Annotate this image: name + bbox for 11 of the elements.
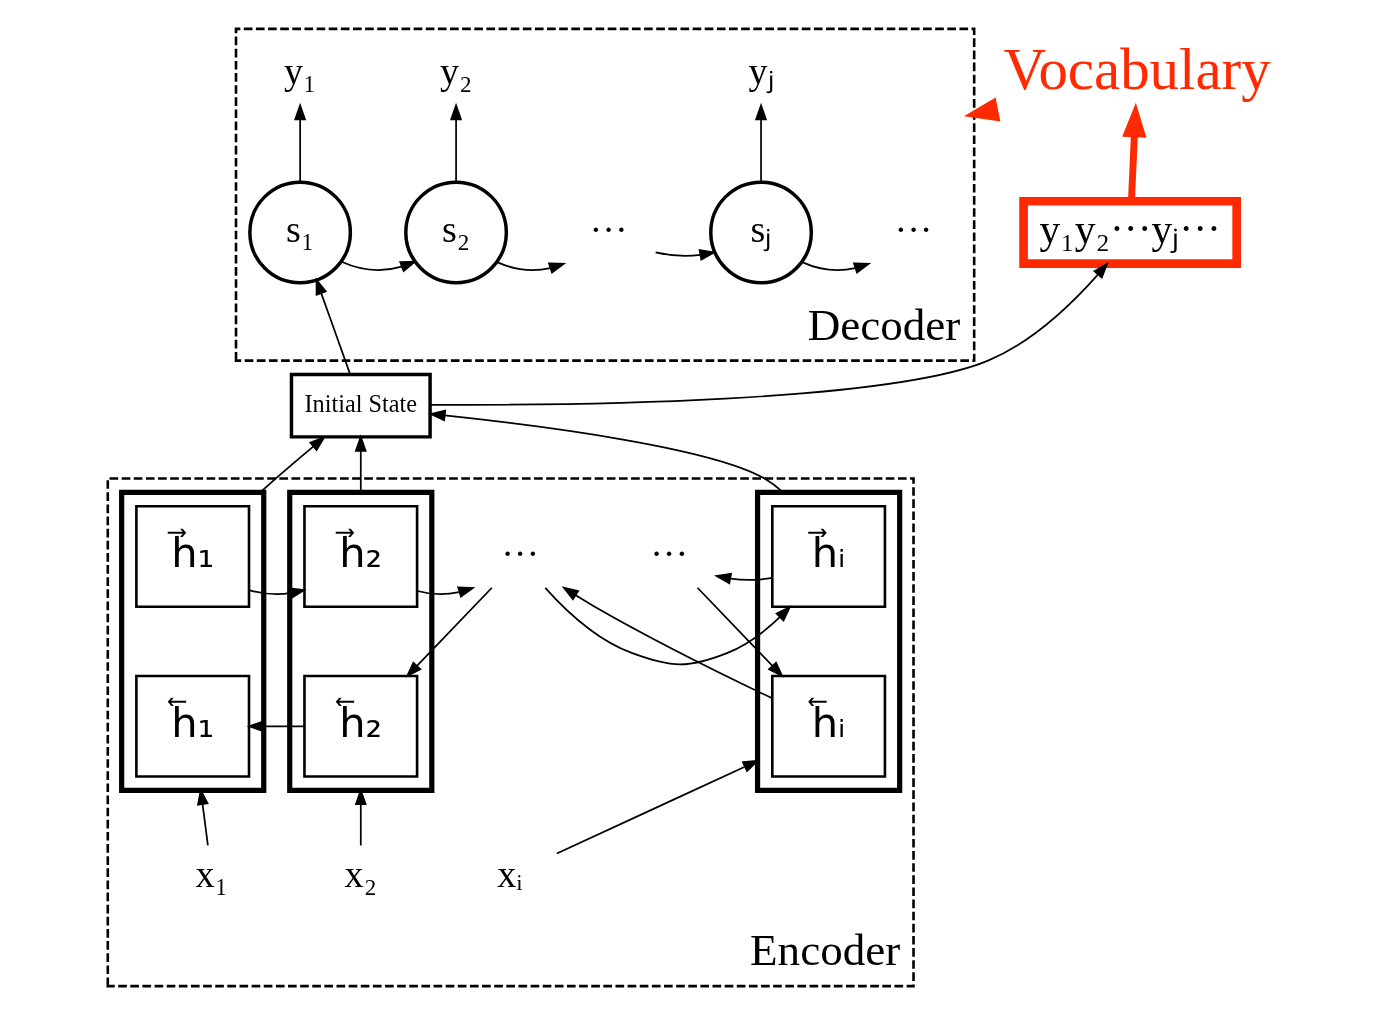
node-text: ···	[589, 208, 628, 251]
node-text: Vocabulary	[1003, 36, 1271, 102]
node-text: y₂	[439, 49, 473, 92]
node-text: y₁	[283, 49, 317, 92]
node-text: x₂	[344, 852, 377, 895]
node-text: ···	[501, 532, 540, 575]
node-text: ···	[650, 532, 689, 575]
node-text: x₁	[195, 852, 228, 895]
node-text: xᵢ	[497, 852, 523, 895]
node-text: yⱼ	[748, 49, 774, 92]
node-text: ···	[894, 208, 933, 251]
